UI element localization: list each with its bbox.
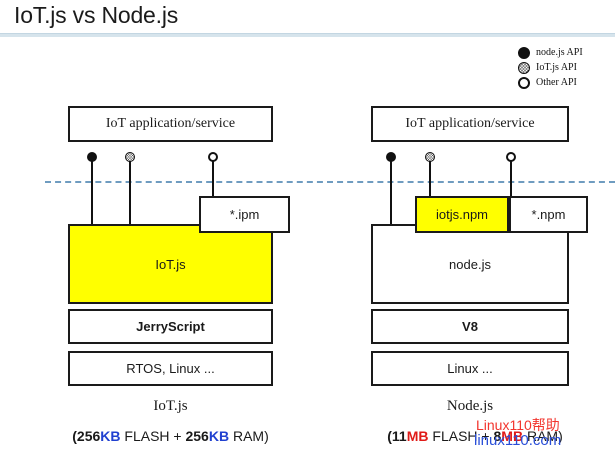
spec-ram-unit: KB	[208, 428, 230, 444]
spec-ram-value: 8	[493, 428, 502, 444]
spec-close: )	[264, 428, 269, 444]
legend-label: IoT.js API	[536, 62, 577, 73]
legend-item-other-api: Other API	[518, 76, 614, 90]
spec-open: (	[72, 428, 77, 444]
page-title: IoT.js vs Node.js	[14, 2, 179, 28]
box-label: *.npm	[531, 207, 566, 222]
pin-stem	[212, 161, 214, 206]
nodejs-runtime-box: node.js	[371, 224, 569, 304]
nodejs-app-box: IoT application/service	[371, 106, 569, 142]
pin-stem	[429, 161, 431, 206]
box-label: Linux ...	[447, 361, 493, 376]
filled-circle-icon	[87, 152, 97, 162]
filled-circle-icon	[518, 47, 530, 59]
iotjs-engine-box: JerryScript	[68, 309, 273, 344]
nodejs-engine-box: V8	[371, 309, 569, 344]
nodejs-memory-spec: (11MB FLASH + 8MB RAM)	[350, 428, 600, 444]
hollow-circle-icon	[208, 152, 218, 162]
iotjs-app-box: IoT application/service	[68, 106, 273, 142]
filled-circle-icon	[386, 152, 396, 162]
iotjs-pin-nodejs-api	[87, 152, 97, 233]
box-label: JerryScript	[136, 319, 205, 334]
iotjs-pin-iotjs-api	[125, 152, 135, 233]
nodejs-pin-iotjs-api	[425, 152, 435, 206]
box-label: V8	[462, 319, 478, 334]
patterned-circle-icon	[518, 62, 530, 74]
patterned-circle-icon	[425, 152, 435, 162]
legend-item-nodejs-api: node.js API	[518, 46, 614, 60]
pin-stem	[510, 161, 512, 206]
hollow-circle-icon	[518, 77, 530, 89]
box-label: iotjs.npm	[435, 207, 489, 222]
iotjs-runtime-box: IoT.js	[68, 224, 273, 304]
spec-ram-word: RAM	[229, 428, 265, 444]
box-label: RTOS, Linux ...	[126, 361, 215, 376]
box-label: *.ipm	[229, 207, 260, 222]
spec-plus: +	[477, 428, 494, 444]
nodejs-pin-nodejs-api	[386, 152, 396, 233]
pin-stem	[91, 161, 93, 233]
spec-close: )	[558, 428, 563, 444]
nodejs-module-box-npm: *.npm	[509, 196, 588, 233]
iotjs-module-box-ipm: *.ipm	[199, 196, 290, 233]
spec-ram-word: RAM	[523, 428, 559, 444]
title-divider	[0, 33, 615, 37]
pin-stem	[129, 161, 131, 233]
nodejs-column-caption: Node.js	[446, 398, 494, 414]
nodejs-pin-other-api	[506, 152, 516, 206]
box-label: IoT application/service	[105, 116, 236, 131]
box-label: node.js	[449, 256, 491, 272]
legend-label: node.js API	[536, 47, 583, 58]
legend-label: Other API	[536, 77, 577, 88]
nodejs-os-box: Linux ...	[371, 351, 569, 386]
spec-open: (	[387, 428, 392, 444]
pin-stem	[390, 161, 392, 233]
iotjs-memory-spec: (256KB FLASH + 256KB RAM)	[38, 428, 303, 444]
legend: node.js API IoT.js API Other API	[518, 46, 614, 91]
spec-flash-unit: KB	[100, 428, 121, 444]
spec-flash-word: FLASH	[428, 428, 478, 444]
spec-ram-value: 256	[185, 428, 209, 444]
box-label: IoT.js	[155, 256, 186, 272]
spec-flash-value: 11	[391, 428, 407, 444]
legend-item-iotjs-api: IoT.js API	[518, 61, 614, 75]
spec-flash-value: 256	[76, 428, 101, 444]
patterned-circle-icon	[125, 152, 135, 162]
hollow-circle-icon	[506, 152, 516, 162]
spec-plus: +	[169, 428, 186, 444]
spec-ram-unit: MB	[501, 428, 524, 444]
iotjs-os-box: RTOS, Linux ...	[68, 351, 273, 386]
box-label: IoT application/service	[405, 116, 535, 131]
nodejs-module-box-iotjs-npm: iotjs.npm	[415, 196, 509, 233]
spec-flash-word: FLASH	[120, 428, 170, 444]
iotjs-pin-other-api	[208, 152, 218, 206]
iotjs-column-caption: IoT.js	[153, 398, 188, 414]
api-boundary-line	[45, 181, 615, 183]
spec-flash-unit: MB	[406, 428, 429, 444]
